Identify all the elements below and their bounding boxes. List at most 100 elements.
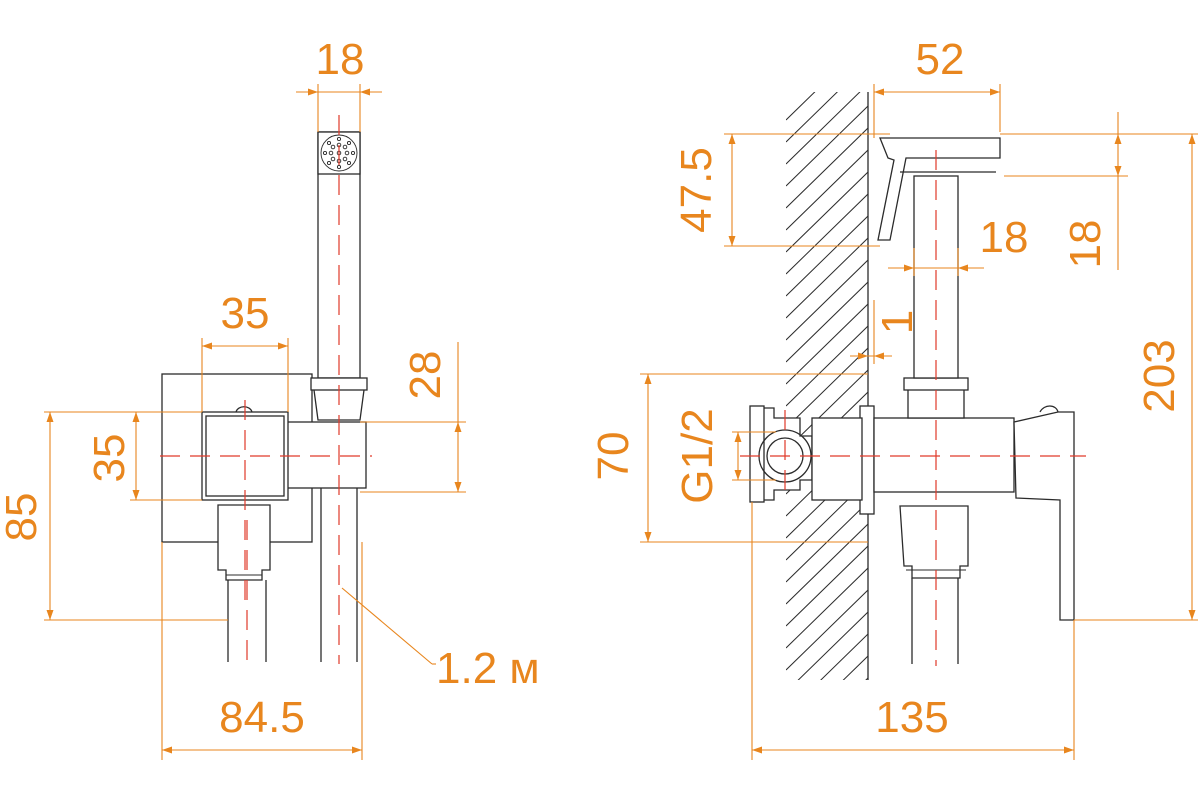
dim-side-width-52: 52 [916, 35, 965, 84]
hatch-line [842, 655, 868, 680]
dimension-arrow [734, 470, 742, 480]
dim-hose-length: 1.2 м [436, 644, 540, 693]
hatch-line [797, 611, 868, 680]
nozzle-dot [336, 136, 342, 142]
dimension-lines [44, 84, 1198, 760]
dim-side-height-18: 18 [1061, 220, 1110, 269]
hatch-line [786, 171, 868, 253]
connector-body [285, 421, 367, 489]
dimension-arrow [728, 236, 736, 246]
dimension-arrow [1114, 134, 1122, 144]
dim-front-width-84-5: 84.5 [219, 693, 305, 742]
hatch-line [786, 700, 868, 780]
hatch-line [786, 149, 868, 231]
hatch-line [786, 237, 868, 319]
hatch-line [786, 259, 868, 341]
dimension-arrow [278, 342, 288, 350]
dimension-arrow [874, 352, 884, 360]
dimension-arrow [904, 264, 914, 272]
dim-side-height-70: 70 [589, 432, 638, 481]
hose-outline [320, 486, 358, 662]
dimension-arrow [46, 610, 54, 620]
mixer-body [873, 417, 1015, 493]
dimension-arrow [1114, 166, 1122, 176]
hatch-line [786, 303, 868, 385]
dimension-arrow [874, 88, 884, 96]
dimension-arrow [990, 88, 1000, 96]
dimension-arrow [132, 412, 140, 422]
nozzle-dot [344, 150, 350, 156]
dim-side-hole-18: 18 [980, 213, 1029, 262]
side-view [749, 92, 1075, 800]
nozzle-dot [342, 156, 348, 162]
dim-side-thread-g1-2: G1/2 [673, 408, 722, 503]
dim-side-gap-1: 1 [873, 310, 922, 334]
hatch-line [786, 589, 868, 671]
lever-pivot [235, 406, 253, 413]
dimension-arrow [46, 412, 54, 422]
dimension-arrow [454, 422, 462, 432]
centerlines [160, 115, 1086, 666]
hose-nut [899, 505, 969, 579]
dimension-arrow [1064, 746, 1074, 754]
nozzle-dot [346, 140, 352, 146]
hatch-line [786, 92, 861, 165]
hatch-line [786, 545, 868, 627]
outlet-nut [217, 504, 271, 581]
hatch-line [786, 193, 868, 275]
dimension-arrow [454, 482, 462, 492]
dim-side-height-203: 203 [1135, 339, 1184, 412]
dimension-arrow [352, 746, 362, 754]
lever-cap [1039, 405, 1059, 413]
dimension-arrow [752, 746, 762, 754]
hatch-line [820, 633, 868, 680]
hatch-line [786, 523, 868, 605]
hatch-line [786, 567, 868, 649]
nozzle-dot [322, 150, 328, 156]
dimension-arrow [202, 342, 212, 350]
dimension-arrow [1188, 134, 1196, 144]
hatch-line [786, 347, 868, 429]
nozzle-dot [330, 156, 336, 162]
nozzle-dot [328, 150, 334, 156]
nozzle-dot [330, 144, 336, 150]
dim-front-height-85: 85 [0, 493, 46, 542]
dimension-arrow [734, 432, 742, 442]
dimension-arrow [1188, 610, 1196, 620]
dim-side-height-47-5: 47.5 [672, 147, 721, 233]
inlet-flange [749, 405, 765, 503]
valve-block [201, 411, 289, 501]
dimension-arrow [958, 264, 968, 272]
dim-front-height-35: 35 [85, 434, 134, 483]
dimension-arrow [644, 374, 652, 384]
hatch-line [786, 325, 868, 407]
dim-front-height-28: 28 [401, 351, 450, 400]
dim-side-width-135: 135 [875, 693, 948, 742]
handset-head [877, 137, 1001, 241]
lever-handle [1013, 411, 1075, 621]
inlet-fitting [759, 407, 813, 501]
hatch-line [786, 92, 838, 143]
hatch-line [786, 215, 868, 297]
nozzle-dot [346, 160, 352, 166]
nozzle-dot [342, 144, 348, 150]
nozzle-dot [336, 164, 342, 170]
hatch-line [786, 105, 868, 187]
outlet-pipe [227, 580, 267, 662]
nozzle-dot [326, 140, 332, 146]
dimension-arrow [360, 88, 370, 96]
nozzle-dot [326, 160, 332, 166]
hatch-line [786, 127, 868, 209]
dimension-arrow [132, 490, 140, 500]
dim-front-width-18: 18 [316, 35, 365, 84]
hatch-line [786, 722, 868, 800]
hatch-line [786, 281, 868, 363]
dimension-arrow [644, 532, 652, 542]
dimension-arrow [728, 134, 736, 144]
front-view [161, 131, 368, 662]
hatch-line [786, 92, 816, 121]
leader-line [341, 587, 433, 665]
dimension-arrow [858, 352, 868, 360]
hatch-line [786, 744, 868, 800]
